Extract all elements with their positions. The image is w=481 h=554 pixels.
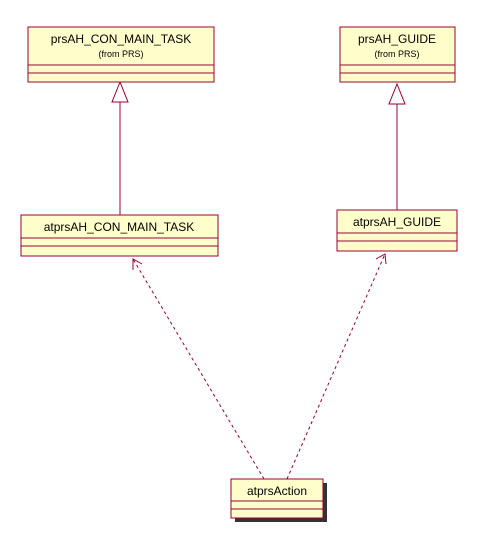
class-atprsAH-GUIDE[interactable]: atprsAH_GUIDE [336,209,458,252]
class-name: atprsAH_GUIDE [353,215,441,229]
class-name: prsAH_CON_MAIN_TASK [51,32,191,46]
class-origin: (from PRS) [375,49,420,59]
dependency-line [286,253,386,480]
class-atprsAction[interactable]: atprsAction [230,478,327,522]
class-atprsAH-CON-MAIN-TASK[interactable]: atprsAH_CON_MAIN_TASK [20,214,219,257]
dependency-arrowhead-icon [132,258,143,270]
class-origin: (from PRS) [99,49,144,59]
class-name: atprsAH_CON_MAIN_TASK [44,220,195,234]
generalization-con-main-task [111,80,129,215]
inheritance-arrowhead-icon [111,80,129,103]
class-prsAH-GUIDE[interactable]: prsAH_GUIDE (from PRS) [339,26,456,83]
dependency-action-to-guide [286,253,387,480]
dependency-action-to-con-main-task [132,258,265,480]
class-prsAH-CON-MAIN-TASK[interactable]: prsAH_CON_MAIN_TASK (from PRS) [27,26,215,83]
dependency-line [132,258,265,480]
class-box [336,209,458,252]
dependency-arrowhead-icon [375,253,387,265]
class-box [20,214,219,257]
inheritance-arrowhead-icon [388,82,406,105]
class-name: atprsAction [247,484,307,498]
class-box [230,478,324,519]
class-name: prsAH_GUIDE [358,32,436,46]
generalization-guide [388,82,406,210]
